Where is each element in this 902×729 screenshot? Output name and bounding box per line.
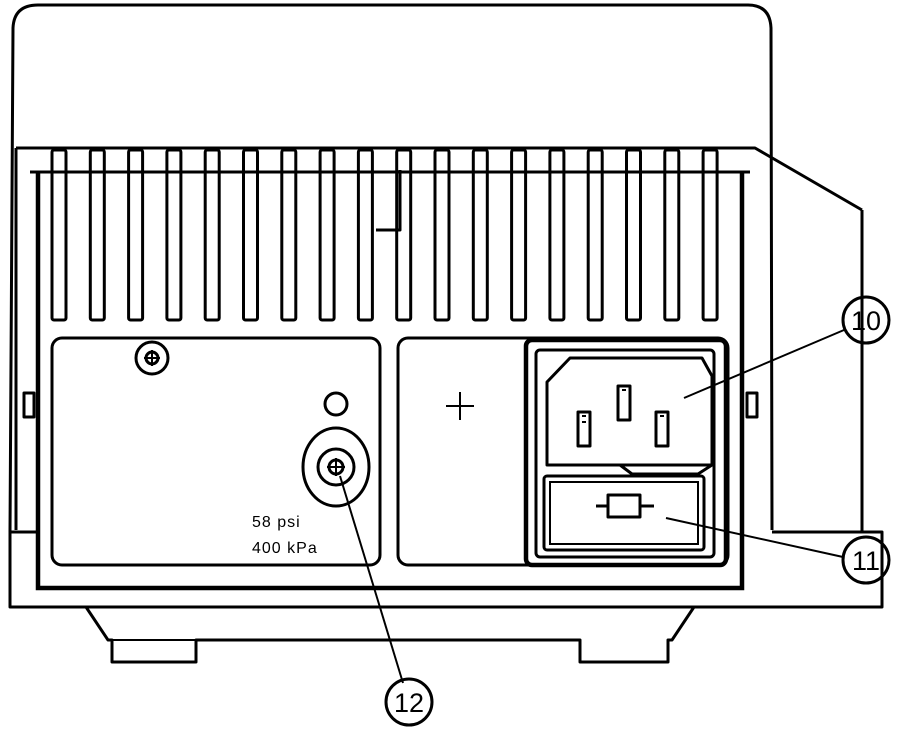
cooling-fin bbox=[701, 148, 719, 322]
leader-line-12 bbox=[339, 475, 404, 684]
callout-11-label: 11 bbox=[852, 546, 880, 576]
fuse-holder-drawer bbox=[542, 474, 706, 552]
cooling-fin bbox=[625, 148, 642, 322]
fin-center-detail bbox=[376, 170, 402, 232]
cooling-fin bbox=[127, 148, 145, 322]
inlet-pin-icon bbox=[576, 410, 592, 448]
cooling-fin bbox=[548, 148, 566, 322]
fuse-icon bbox=[596, 493, 654, 519]
callout-11: 11 bbox=[841, 535, 891, 585]
indicator-lamp-icon bbox=[323, 391, 349, 417]
rear-frame bbox=[22, 170, 759, 591]
leader-line-10 bbox=[683, 329, 845, 399]
cooling-fins bbox=[50, 148, 719, 322]
inlet-pin-icon bbox=[616, 384, 632, 422]
callout-10: 10 bbox=[841, 295, 891, 345]
cooling-fin bbox=[663, 148, 681, 322]
pressure-connector-icon bbox=[301, 426, 371, 508]
cooling-fin bbox=[356, 148, 374, 322]
left-plate: 58 psi 400 kPa bbox=[50, 336, 382, 567]
cooling-fin bbox=[203, 148, 221, 322]
cooling-fin bbox=[88, 148, 106, 322]
cooling-fin bbox=[242, 148, 259, 322]
leader-lines bbox=[339, 329, 845, 684]
pressure-kpa-label: 400 kPa bbox=[252, 540, 318, 557]
right-plate bbox=[396, 336, 730, 568]
callout-12-label: 12 bbox=[394, 688, 424, 718]
cooling-fin bbox=[433, 148, 451, 322]
inlet-pin-icon bbox=[654, 410, 670, 448]
cooling-fin bbox=[165, 148, 183, 322]
cooling-fin bbox=[471, 148, 489, 322]
housing bbox=[8, 3, 884, 609]
crosshair-mark-icon bbox=[446, 392, 474, 420]
base-feet bbox=[84, 606, 696, 664]
pressure-psi-label: 58 psi bbox=[252, 514, 301, 531]
cooling-fin bbox=[50, 148, 68, 322]
screw-icon bbox=[134, 340, 170, 376]
cooling-fin bbox=[395, 148, 413, 322]
callout-12: 12 bbox=[384, 677, 434, 727]
power-entry-module bbox=[523, 337, 729, 568]
cooling-fin bbox=[510, 148, 528, 322]
leader-line-11 bbox=[665, 517, 844, 558]
cooling-fin bbox=[586, 148, 604, 322]
cooling-fin bbox=[318, 148, 336, 322]
callout-10-label: 10 bbox=[851, 306, 881, 336]
cooling-fin bbox=[280, 148, 298, 322]
